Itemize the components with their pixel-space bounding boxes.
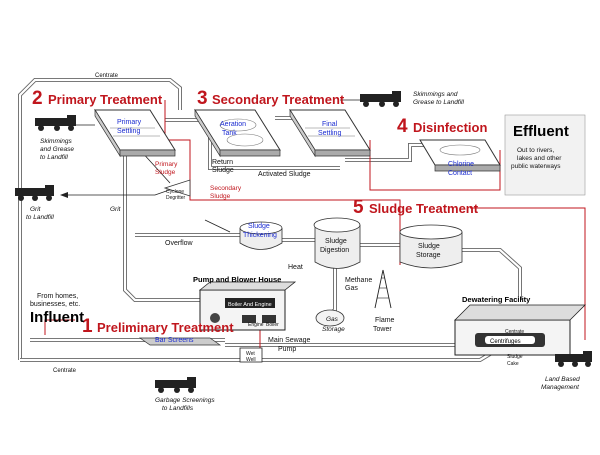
out-to-rivers-label-1: Out to rivers, [517, 147, 554, 154]
return-sludge-label-2: Sludge [212, 167, 234, 174]
stage-4-number: 4 [397, 116, 408, 137]
sludge-digestion-label-1: Sludge [325, 238, 347, 245]
effluent-box [504, 114, 586, 196]
stage-4-title: Disinfection [413, 120, 487, 135]
final-settling-label-2: Settling [318, 130, 341, 137]
sludge-storage-label-2: Storage [416, 252, 441, 259]
bar-screen-channel [138, 337, 222, 346]
centrate-bottom-label: Centrate [53, 368, 77, 374]
out-to-rivers-label-2: lakes and other [517, 155, 562, 162]
wet-well-label-1: Wet [246, 351, 255, 357]
sludge-storage-label-1: Sludge [418, 243, 440, 250]
garbage-screenings-label-1: Garbage Screenings [155, 397, 215, 404]
skimmings-secondary-2: Grease to Landfill [413, 99, 465, 106]
cyclone-label-2: Degritter [166, 195, 186, 201]
cyclone-label-1: Cyclone [166, 189, 184, 195]
effluent-heading: Effluent [513, 123, 569, 140]
primary-settling-label-1: Primary [117, 119, 142, 126]
boiler-label: Boiler [266, 322, 279, 328]
primary-settling-tank [94, 108, 176, 158]
out-to-rivers-label-3: public waterways [511, 163, 561, 170]
main-sewage-pump-label-2: Pump [278, 346, 296, 353]
grit-label: Grit [110, 206, 122, 213]
activated-sludge-label: Activated Sludge [258, 171, 311, 178]
stage-2-number: 2 [32, 88, 43, 109]
flow-lines [60, 99, 360, 233]
centrifuges-label: Centrifuges [490, 339, 521, 345]
skimmings-primary-2: and Grease [40, 146, 74, 153]
influent-heading: Influent [30, 309, 84, 326]
dewatering-facility [454, 304, 586, 356]
gas-storage-label-1: Gas [326, 316, 339, 323]
final-settling-tank [289, 108, 371, 158]
sludge-storage-tank [399, 224, 463, 269]
skimmings-primary-1: Skimmings [40, 138, 73, 145]
truck-icon [555, 351, 592, 367]
bar-screens-label: Bar Screens [155, 337, 194, 344]
aeration-tank-label-1: Aeration [220, 121, 246, 128]
grit-landfill-2: to Landfill [26, 214, 54, 221]
from-homes-label-2: businesses, etc. [30, 301, 80, 308]
land-based-label-1: Land Based [545, 376, 580, 383]
from-homes-label-1: From homes, [37, 293, 78, 300]
aeration-tank [194, 108, 281, 158]
chlorine-contact-label-2: Contact [448, 170, 472, 177]
gas-storage-label-2: Storage [322, 326, 345, 333]
final-settling-label-1: Final [322, 121, 338, 128]
dewatering-title: Dewatering Facility [462, 295, 531, 304]
centrate-mid-label: Centrate [505, 329, 524, 335]
chlorine-contact-label-1: Chlorine [448, 161, 474, 168]
sludge-cake-label-1: Sludge [507, 354, 523, 360]
return-sludge-label-1: Return [212, 159, 233, 166]
sludge-digestion-tank [313, 217, 361, 269]
primary-sludge-label-2: Sludge [155, 169, 176, 176]
gas-storage-tank [315, 309, 345, 327]
sludge-cake-label-2: Cake [507, 361, 519, 367]
stage-2-title: Primary Treatment [48, 92, 163, 107]
main-sewage-pump-label-1: Main Sewage [268, 337, 311, 344]
methane-gas-label-2: Gas [345, 285, 358, 292]
stage-1-title: Preliminary Treatment [97, 320, 234, 335]
wet-well-label-2: Well [246, 357, 256, 363]
sludge-thickening-tank [239, 221, 283, 250]
flame-tower-label-1: Flame [375, 317, 395, 324]
primary-settling-label-2: Settling [117, 128, 140, 135]
heat-label: Heat [288, 264, 303, 271]
chlorine-contact-tank [419, 139, 501, 172]
sludge-thickening-label-2: Thickening [243, 232, 277, 239]
engine-label: Engine [248, 322, 264, 328]
pump-house-title: Pump and Blower House [193, 275, 281, 284]
methane-gas-label-1: Methane [345, 277, 372, 284]
centrate-top-label: Centrate [95, 73, 119, 79]
truck-icon [155, 377, 196, 393]
stage-5-number: 5 [353, 197, 364, 218]
stage-3-title: Secondary Treatment [212, 92, 345, 107]
truck-icon [35, 115, 76, 131]
stage-3-number: 3 [197, 88, 208, 109]
overflow-label: Overflow [165, 240, 194, 247]
flame-tower [374, 269, 392, 309]
secondary-sludge-label-2: Sludge [210, 193, 231, 200]
truck-icon [360, 91, 401, 107]
pump-blower-house [198, 281, 297, 331]
skimmings-primary-3: to Landfill [40, 154, 68, 161]
aeration-tank-label-2: Tank [222, 130, 237, 137]
grit-landfill-1: Grit [30, 206, 42, 213]
stage-1-number: 1 [82, 316, 93, 337]
cyclone-degritter [163, 179, 191, 197]
sludge-thickening-label-1: Sludge [248, 223, 270, 230]
flame-tower-label-2: Tower [373, 326, 392, 333]
stage-5-title: Sludge Treatment [369, 201, 479, 216]
wet-well [239, 347, 263, 363]
skimmings-secondary-1: Skimmings and [413, 91, 458, 98]
truck-icon [15, 185, 54, 201]
boiler-engine-label: Boiler And Engine [228, 302, 272, 308]
secondary-sludge-label-1: Secondary [210, 185, 242, 192]
primary-sludge-label-1: Primary [155, 161, 178, 168]
garbage-screenings-label-2: to Landfills [162, 405, 194, 412]
land-based-label-2: Management [541, 384, 580, 391]
sludge-digestion-label-2: Digestion [320, 247, 349, 254]
